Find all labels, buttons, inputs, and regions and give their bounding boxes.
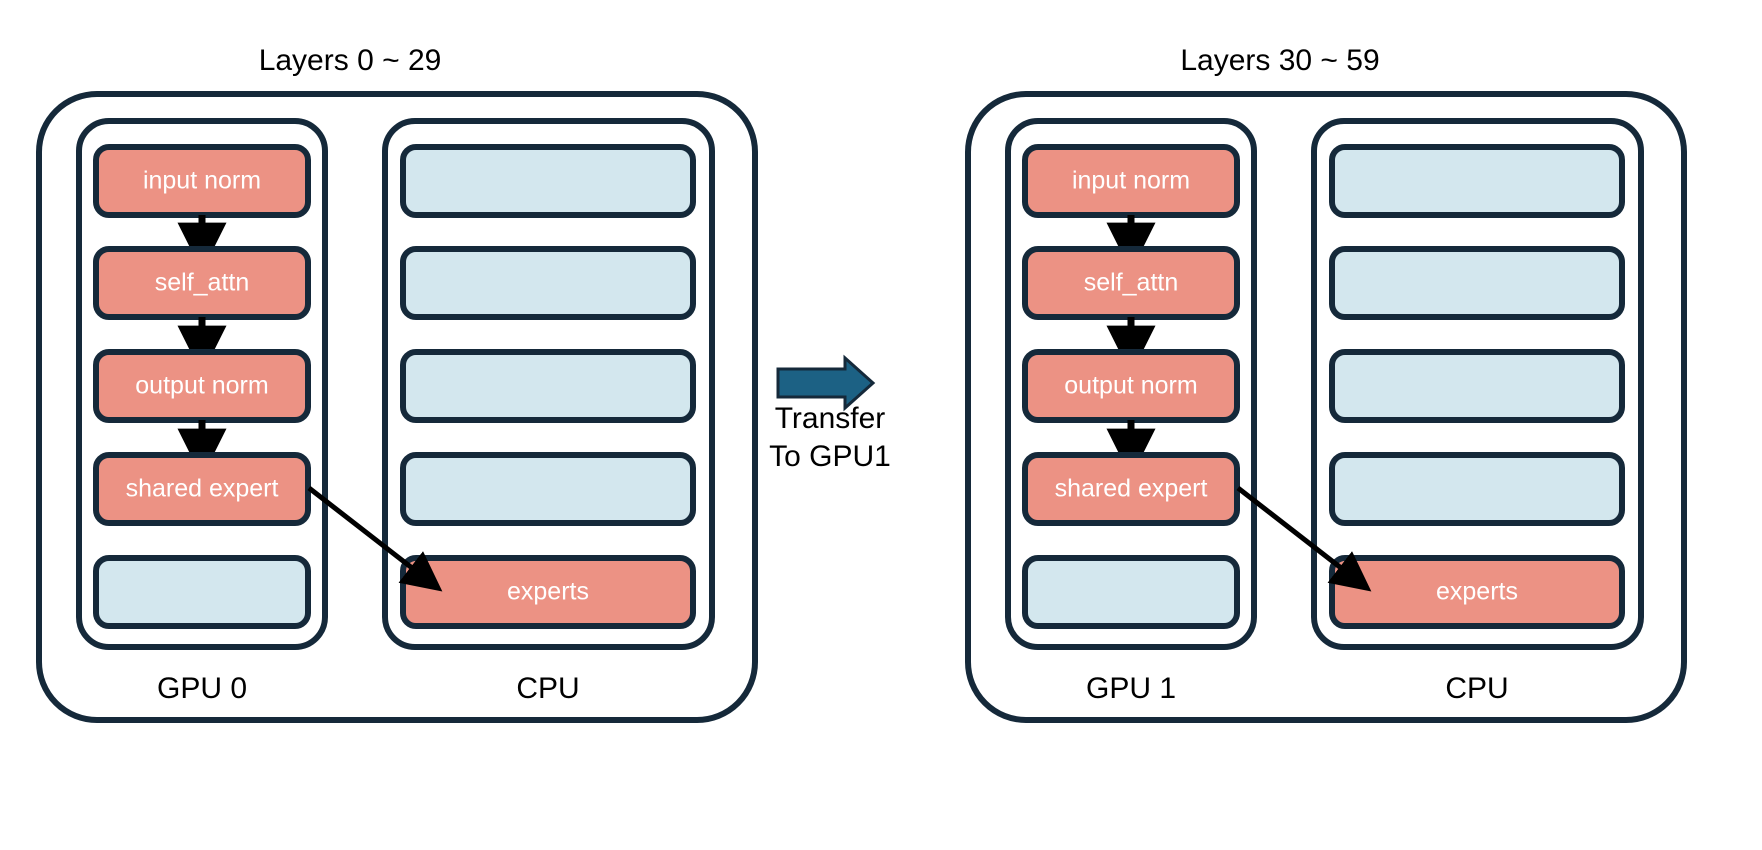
node-gpu1-empty[interactable]: [1022, 555, 1240, 629]
node-gpu1-output-norm[interactable]: output norm: [1022, 349, 1240, 423]
node-cpu0-experts[interactable]: experts: [400, 555, 696, 629]
column-gpu1: input norm self_attn output norm shared …: [1005, 118, 1257, 705]
node-cpu1-experts-label: experts: [1436, 578, 1518, 606]
node-cpu0-slot-4-box[interactable]: [400, 452, 696, 526]
column-cpu1-label: CPU: [1445, 672, 1508, 705]
panel-right: Layers 30 ~ 59 input norm self_attn o: [965, 44, 1687, 723]
column-gpu0-label: GPU 0: [157, 672, 247, 705]
node-cpu0-slot-2[interactable]: [400, 246, 696, 320]
node-gpu1-shared-expert[interactable]: shared expert: [1022, 452, 1240, 526]
panel-left-title: Layers 0 ~ 29: [259, 44, 442, 77]
node-gpu1-output-norm-label: output norm: [1064, 372, 1197, 400]
route-arrow-gpu1-to-cpu1-experts: [1236, 486, 1372, 592]
node-cpu1-slot-4-box[interactable]: [1329, 452, 1625, 526]
node-cpu0-slot-1-box[interactable]: [400, 144, 696, 218]
transfer-label-line-1: Transfer: [775, 402, 886, 435]
node-gpu0-input-norm-label: input norm: [143, 167, 261, 195]
transfer-label-line-2: To GPU1: [769, 440, 891, 473]
panel-left: Layers 0 ~ 29 input norm self_attn ou: [36, 44, 758, 723]
node-gpu0-shared-expert-label: shared expert: [126, 475, 279, 503]
column-cpu1: experts CPU: [1311, 118, 1644, 705]
column-gpu0: input norm self_attn output norm shared …: [76, 118, 328, 705]
column-cpu0-label: CPU: [516, 672, 579, 705]
transfer-connector: Transfer To GPU1: [769, 354, 891, 473]
node-gpu1-input-norm-label: input norm: [1072, 167, 1190, 195]
node-gpu0-empty-box[interactable]: [93, 555, 311, 629]
node-cpu0-slot-3-box[interactable]: [400, 349, 696, 423]
node-cpu1-slot-2[interactable]: [1329, 246, 1625, 320]
node-cpu1-experts[interactable]: experts: [1329, 555, 1625, 629]
column-gpu1-label: GPU 1: [1086, 672, 1176, 705]
node-gpu0-shared-expert[interactable]: shared expert: [93, 452, 311, 526]
node-gpu1-shared-expert-label: shared expert: [1055, 475, 1208, 503]
node-cpu1-slot-4[interactable]: [1329, 452, 1625, 526]
node-gpu1-empty-box[interactable]: [1022, 555, 1240, 629]
node-cpu0-slot-4[interactable]: [400, 452, 696, 526]
node-gpu1-shared-expert-box[interactable]: [1022, 452, 1240, 526]
node-gpu0-input-norm[interactable]: input norm: [93, 144, 311, 218]
node-cpu0-experts-label: experts: [507, 578, 589, 606]
panel-right-title: Layers 30 ~ 59: [1180, 44, 1379, 77]
node-cpu1-slot-3[interactable]: [1329, 349, 1625, 423]
node-gpu1-self-attn-label: self_attn: [1084, 269, 1179, 297]
node-cpu0-slot-2-box[interactable]: [400, 246, 696, 320]
node-cpu1-slot-1[interactable]: [1329, 144, 1625, 218]
node-cpu0-slot-3[interactable]: [400, 349, 696, 423]
node-gpu0-self-attn-label: self_attn: [155, 269, 250, 297]
node-cpu1-slot-3-box[interactable]: [1329, 349, 1625, 423]
column-cpu0: experts CPU: [382, 118, 715, 705]
node-gpu0-empty[interactable]: [93, 555, 311, 629]
node-cpu0-experts-box[interactable]: [400, 555, 696, 629]
node-gpu1-self-attn[interactable]: self_attn: [1022, 246, 1240, 320]
node-cpu1-experts-box[interactable]: [1329, 555, 1625, 629]
route-arrow-gpu0-to-cpu0-experts: [307, 486, 443, 592]
node-gpu0-self-attn[interactable]: self_attn: [93, 246, 311, 320]
node-gpu0-output-norm-label: output norm: [135, 372, 268, 400]
node-gpu0-shared-expert-box[interactable]: [93, 452, 311, 526]
node-cpu0-slot-1[interactable]: [400, 144, 696, 218]
node-cpu1-slot-1-box[interactable]: [1329, 144, 1625, 218]
node-cpu1-slot-2-box[interactable]: [1329, 246, 1625, 320]
node-gpu0-output-norm[interactable]: output norm: [93, 349, 311, 423]
transfer-arrow-icon: [776, 354, 876, 412]
node-gpu1-input-norm[interactable]: input norm: [1022, 144, 1240, 218]
